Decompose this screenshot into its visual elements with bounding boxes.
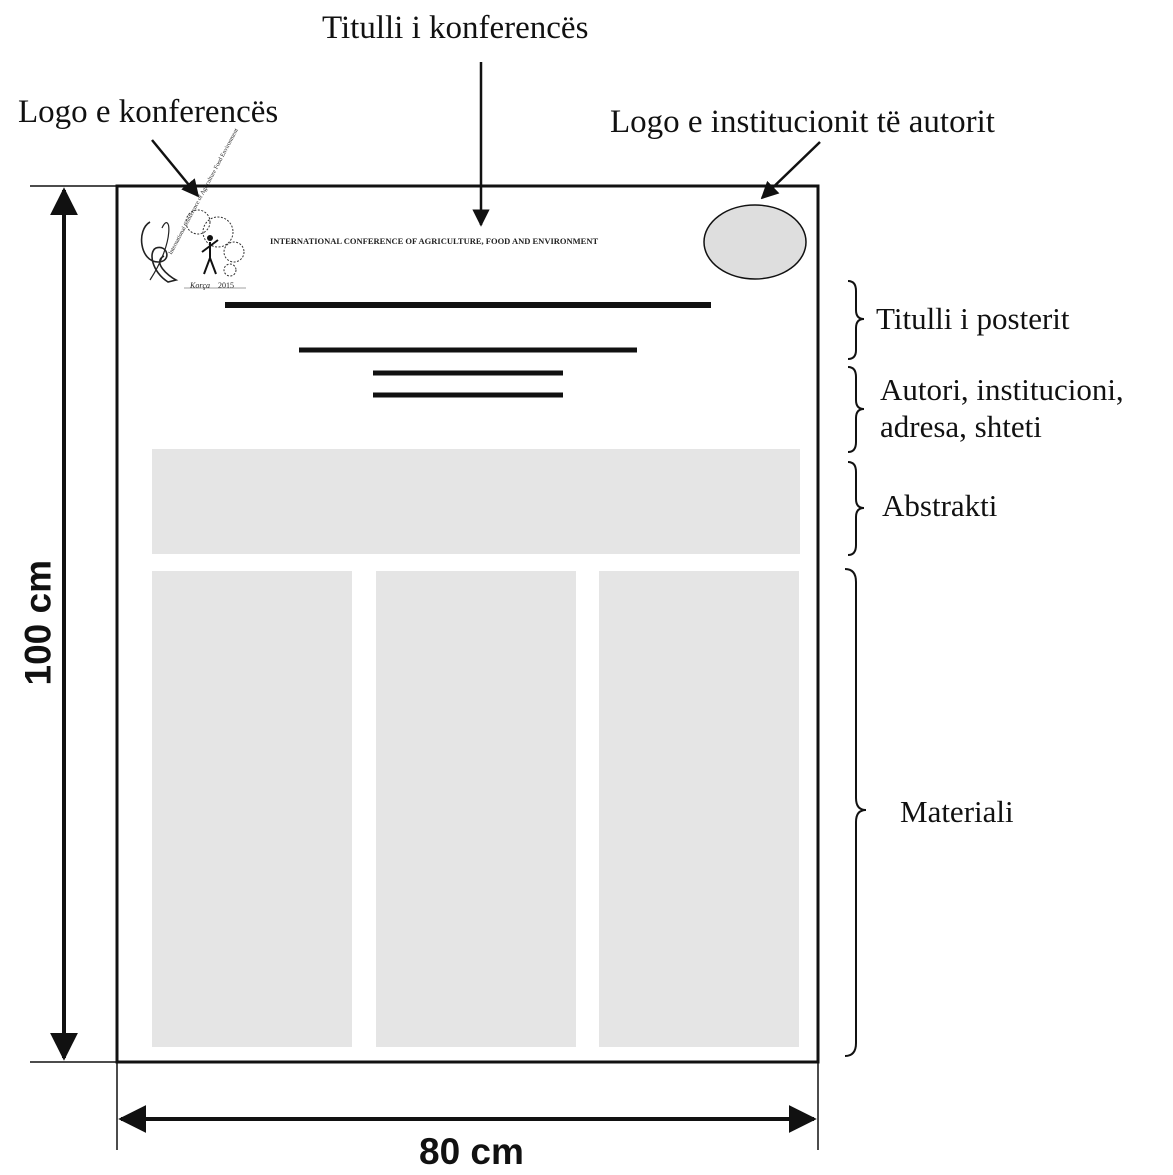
conference-logo-arrow [151, 139, 200, 198]
conference-logo-label: Logo e konferencës [18, 94, 279, 130]
material-column-3 [599, 571, 799, 1047]
institution-logo-arrow [760, 141, 821, 200]
material-brace [844, 568, 867, 1057]
poster-conference-name: INTERNATIONAL CONFERENCE OF AGRICULTURE,… [270, 236, 599, 246]
abstract-label: Abstrakti [882, 488, 998, 523]
material-column-1 [152, 571, 352, 1047]
authors-label-line2: adresa, shteti [880, 409, 1042, 444]
conference-logo-icon [140, 209, 246, 289]
material-column-2 [376, 571, 576, 1047]
poster-title-brace [847, 280, 865, 360]
width-dimension-label: 80 cm [419, 1131, 524, 1172]
logo-year-text: 2015 [218, 281, 234, 290]
height-dimension-label: 100 cm [17, 560, 59, 686]
authors-brace [847, 366, 865, 453]
authors-label-line1: Autori, institucioni, [880, 372, 1124, 407]
logo-place-text: Korça [190, 281, 210, 290]
institution-logo-oval [703, 204, 807, 280]
poster-title-label: Titulli i posterit [876, 301, 1070, 336]
abstract-brace [847, 461, 865, 556]
conference-title-label: Titulli i konferencës [322, 10, 589, 46]
material-label: Materiali [900, 794, 1014, 829]
institution-logo-label: Logo e institucionit të autorit [610, 104, 995, 140]
abstract-block [152, 449, 800, 554]
